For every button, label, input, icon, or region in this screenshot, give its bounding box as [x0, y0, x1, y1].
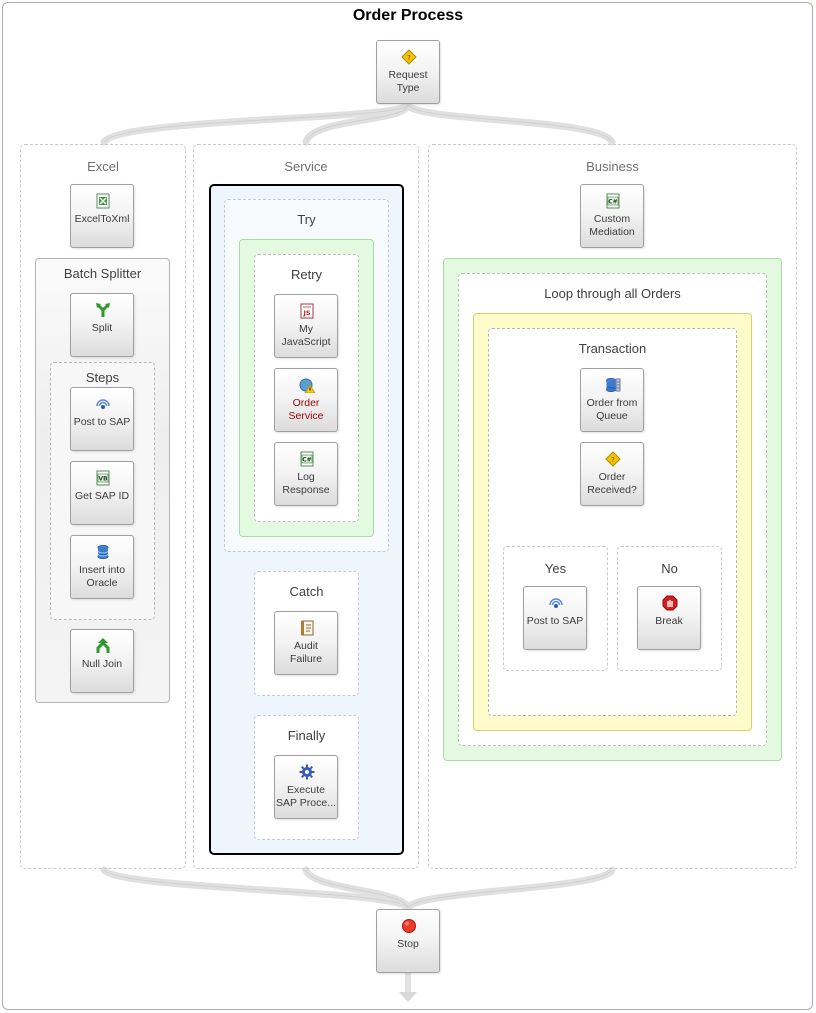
svg-text:?: ?	[407, 54, 411, 62]
lane-service: Service	[193, 144, 419, 869]
node-label: Split	[91, 322, 113, 334]
node-label: Custom Mediation	[589, 213, 635, 238]
queue-icon	[606, 378, 621, 392]
node-get-sap-id[interactable]: VB Get SAP ID	[70, 461, 134, 525]
yes-branch-label: Yes	[544, 561, 567, 576]
exit-arrow	[399, 973, 417, 1002]
node-break[interactable]: Break	[637, 586, 701, 650]
csharp-icon: C#	[606, 193, 620, 209]
node-label: Audit Failure	[289, 640, 323, 665]
gear-icon	[299, 764, 315, 780]
lane-service-label: Service	[284, 159, 328, 174]
audit-icon	[301, 620, 314, 636]
node-log-response[interactable]: C# Log Response	[274, 442, 338, 506]
catch-label: Catch	[289, 584, 324, 599]
node-label: Order Received?	[587, 471, 637, 496]
sap-icon	[549, 598, 563, 608]
svg-text:C#: C#	[608, 199, 617, 206]
node-label: Break	[655, 615, 683, 627]
node-order-received[interactable]: ? Order Received?	[580, 442, 644, 506]
node-label: Execute SAP Proce...	[276, 784, 336, 809]
svg-text:C#: C#	[302, 457, 311, 464]
javascript-icon: JS	[300, 303, 314, 319]
node-label: Get SAP ID	[74, 490, 130, 502]
catch-container: Catch	[254, 571, 359, 696]
retry-label: Retry	[290, 267, 323, 282]
break-icon	[662, 595, 678, 611]
node-label: Stop	[397, 938, 419, 950]
node-custom-mediation[interactable]: C# Custom Mediation	[580, 184, 644, 248]
loop-label: Loop through all Orders	[544, 286, 681, 301]
node-order-service[interactable]: Order Service	[274, 368, 338, 432]
decision-icon: ?	[401, 49, 417, 65]
stop-icon	[402, 919, 416, 933]
node-my-javascript[interactable]: JS My JavaScript	[274, 294, 338, 358]
lane-business-label: Business	[586, 159, 639, 174]
lane-business: Business	[428, 144, 797, 869]
split-icon	[96, 303, 110, 317]
connector-business-stop	[404, 866, 616, 912]
diagram-title: Order Process	[352, 7, 464, 24]
vb-script-icon: VB	[96, 470, 110, 486]
steps-label: Steps	[85, 370, 120, 385]
transaction-label: Transaction	[578, 341, 647, 356]
svg-text:VB: VB	[98, 476, 108, 483]
lane-excel-label: Excel	[87, 159, 119, 174]
node-business-post-to-sap[interactable]: Post to SAP	[523, 586, 587, 650]
node-label: Order Service	[288, 397, 324, 422]
node-insert-into-oracle[interactable]: Insert into Oracle	[70, 535, 134, 599]
svg-text:?: ?	[611, 456, 615, 464]
node-label: My JavaScript	[281, 323, 331, 348]
node-label: Request Type	[388, 69, 428, 94]
node-excel-post-to-sap[interactable]: Post to SAP	[70, 387, 134, 451]
excel-icon	[96, 193, 110, 209]
finally-label: Finally	[287, 728, 326, 743]
node-label: Log Response	[282, 471, 330, 496]
try-label: Try	[297, 212, 316, 227]
node-execute-sap-procedure[interactable]: Execute SAP Proce...	[274, 755, 338, 819]
node-stop[interactable]: Stop	[376, 909, 440, 973]
node-label: Post to SAP	[73, 416, 131, 428]
node-label: Order from Queue	[586, 397, 638, 422]
decision-icon: ?	[605, 451, 621, 467]
batch-splitter-label: Batch Splitter	[63, 266, 142, 281]
node-label: ExcelToXml	[74, 213, 130, 225]
lane-excel: Excel	[20, 144, 186, 869]
node-split[interactable]: Split	[70, 293, 134, 357]
connector-start-business	[404, 101, 616, 146]
node-null-join[interactable]: Null Join	[70, 629, 134, 693]
node-request-type[interactable]: ? Request Type	[376, 40, 440, 104]
no-branch-label: No	[661, 561, 678, 576]
sap-icon	[96, 399, 110, 409]
csharp-icon: C#	[300, 451, 314, 467]
svg-text:JS: JS	[302, 309, 310, 317]
web-service-warning-icon	[299, 378, 316, 393]
node-excel-to-xml[interactable]: ExcelToXml	[70, 184, 134, 248]
node-label: Null Join	[81, 658, 123, 670]
node-order-from-queue[interactable]: Order from Queue	[580, 368, 644, 432]
node-audit-failure[interactable]: Audit Failure	[274, 611, 338, 675]
node-label: Post to SAP	[526, 615, 584, 627]
database-icon	[97, 545, 109, 559]
node-label: Insert into Oracle	[78, 564, 126, 589]
join-icon	[96, 638, 110, 653]
